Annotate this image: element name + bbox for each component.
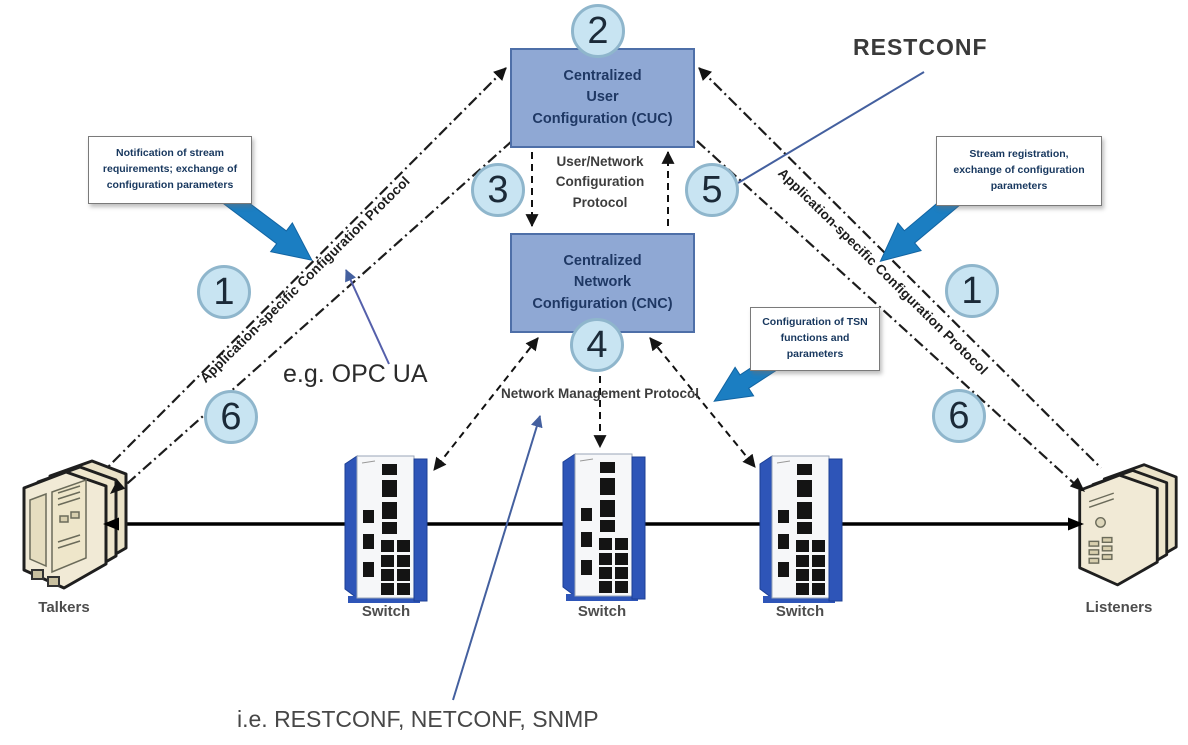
step-circle-6-left: 6 <box>204 390 258 444</box>
switch1-label: Switch <box>361 603 411 620</box>
cnc-line1: Centralized <box>563 253 642 270</box>
network-management-protocol-label: Network Management Protocol <box>500 386 700 401</box>
cuc-box: Centralized User Configuration (CUC) <box>510 48 695 148</box>
step-circle-1-left: 1 <box>197 265 251 319</box>
user-network-protocol-label: User/Network Configuration Protocol <box>555 154 645 210</box>
tsn-config-callout: Configuration of TSN functions and param… <box>750 307 880 371</box>
step-circle-2: 2 <box>571 4 625 58</box>
switch3-label: Switch <box>775 603 825 620</box>
server-stack-icon <box>1078 463 1178 587</box>
stream-registration-callout: Stream registration, exchange of configu… <box>936 136 1102 206</box>
step-circle-4: 4 <box>570 318 624 372</box>
industrial-switch-icon <box>344 455 428 603</box>
netconf-pointer-arrow <box>452 415 543 701</box>
step-circle-1-right: 1 <box>945 264 999 318</box>
industrial-switch-icon <box>562 453 646 601</box>
cnc-box: Centralized Network Configuration (CNC) <box>510 233 695 333</box>
talkers-label: Talkers <box>38 599 90 616</box>
cnc-line3: Configuration (CNC) <box>532 295 673 312</box>
industrial-switch-icon <box>759 455 843 603</box>
cnc-line2: Network <box>573 274 632 291</box>
cuc-line2: User <box>586 89 619 106</box>
listeners-cuc-line-up <box>698 67 1102 469</box>
notification-callout: Notification of stream requirements; exc… <box>88 136 252 204</box>
step-circle-5: 5 <box>685 163 739 217</box>
mgmt-protocols-label: i.e. RESTCONF, NETCONF, SNMP <box>237 706 599 732</box>
step-circle-6-right: 6 <box>932 389 986 443</box>
server-stack-icon <box>22 459 128 590</box>
cuc-line1: Centralized <box>563 68 642 85</box>
cuc-line3: Configuration (CUC) <box>532 110 673 127</box>
opcua-label: e.g. OPC UA <box>283 360 428 388</box>
step-circle-3: 3 <box>471 163 525 217</box>
listeners-label: Listeners <box>1085 599 1153 616</box>
restconf-label: RESTCONF <box>853 34 988 60</box>
opcua-pointer-arrow <box>345 269 390 365</box>
switch2-label: Switch <box>577 603 627 620</box>
